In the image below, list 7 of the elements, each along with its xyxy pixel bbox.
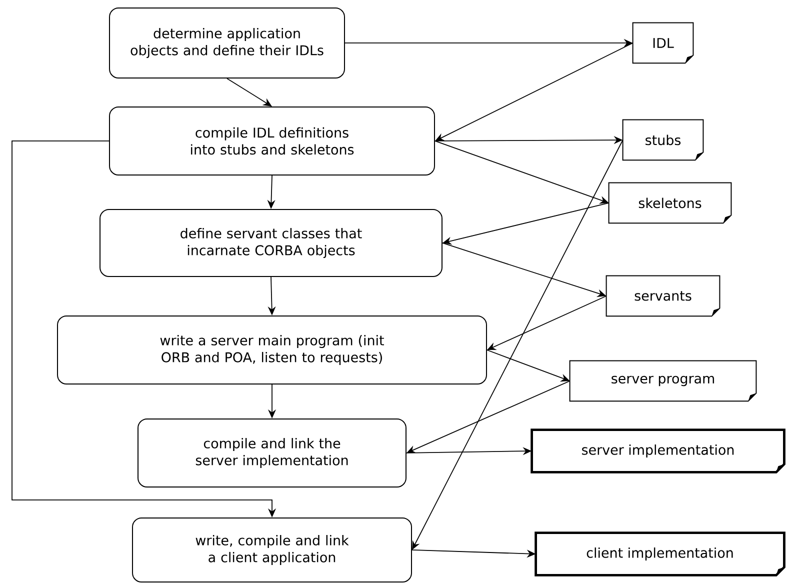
process-box: write, compile and link a client application: [132, 517, 412, 582]
arrow: [226, 78, 272, 106]
process-box: write a server main program (init ORB and POA, listen to requests): [57, 315, 487, 384]
process-box: determine application objects and define their IDLs: [109, 7, 345, 78]
process-box: compile and link the server implementation: [138, 418, 406, 488]
process-box: compile IDL definitions into stubs and skeletons: [109, 106, 435, 176]
process-box: define servant classes that incarnate CORBA objects: [100, 208, 442, 277]
